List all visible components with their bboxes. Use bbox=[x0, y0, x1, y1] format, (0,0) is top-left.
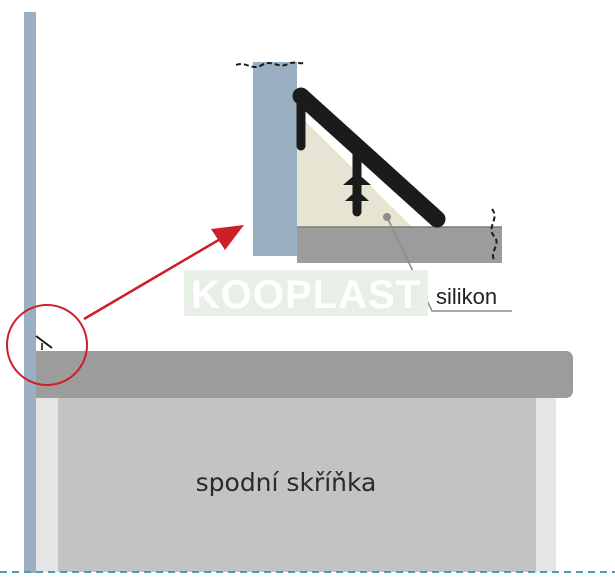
wall bbox=[24, 12, 36, 573]
silicone-label: silikon bbox=[436, 284, 497, 309]
detail-wall-section bbox=[253, 62, 297, 256]
wavy-break-icon bbox=[490, 208, 498, 262]
detail-worktop-section bbox=[297, 227, 502, 263]
cabinet-side-panel-right bbox=[536, 396, 556, 572]
sealing-profile bbox=[292, 87, 446, 228]
worktop bbox=[30, 351, 573, 398]
detail-view: silikon bbox=[235, 61, 512, 312]
arrow-up-right-icon bbox=[211, 225, 244, 250]
cabinet-label: spodní skříňka bbox=[196, 468, 377, 497]
cabinet-side-panel-left bbox=[36, 396, 58, 572]
callout-arrow-line bbox=[83, 236, 223, 321]
silicone-leader-line bbox=[386, 216, 512, 312]
watermark: KOOPLAST bbox=[184, 270, 428, 317]
wavy-break-icon bbox=[235, 61, 305, 68]
cabinet-assembly: spodní skříňka bbox=[36, 396, 556, 572]
cabinet-body bbox=[58, 396, 536, 572]
watermark-background bbox=[184, 270, 428, 316]
magnifier-circle-icon bbox=[6, 304, 88, 386]
joint-profile-small bbox=[35, 335, 53, 350]
watermark-text: KOOPLAST bbox=[191, 273, 421, 317]
